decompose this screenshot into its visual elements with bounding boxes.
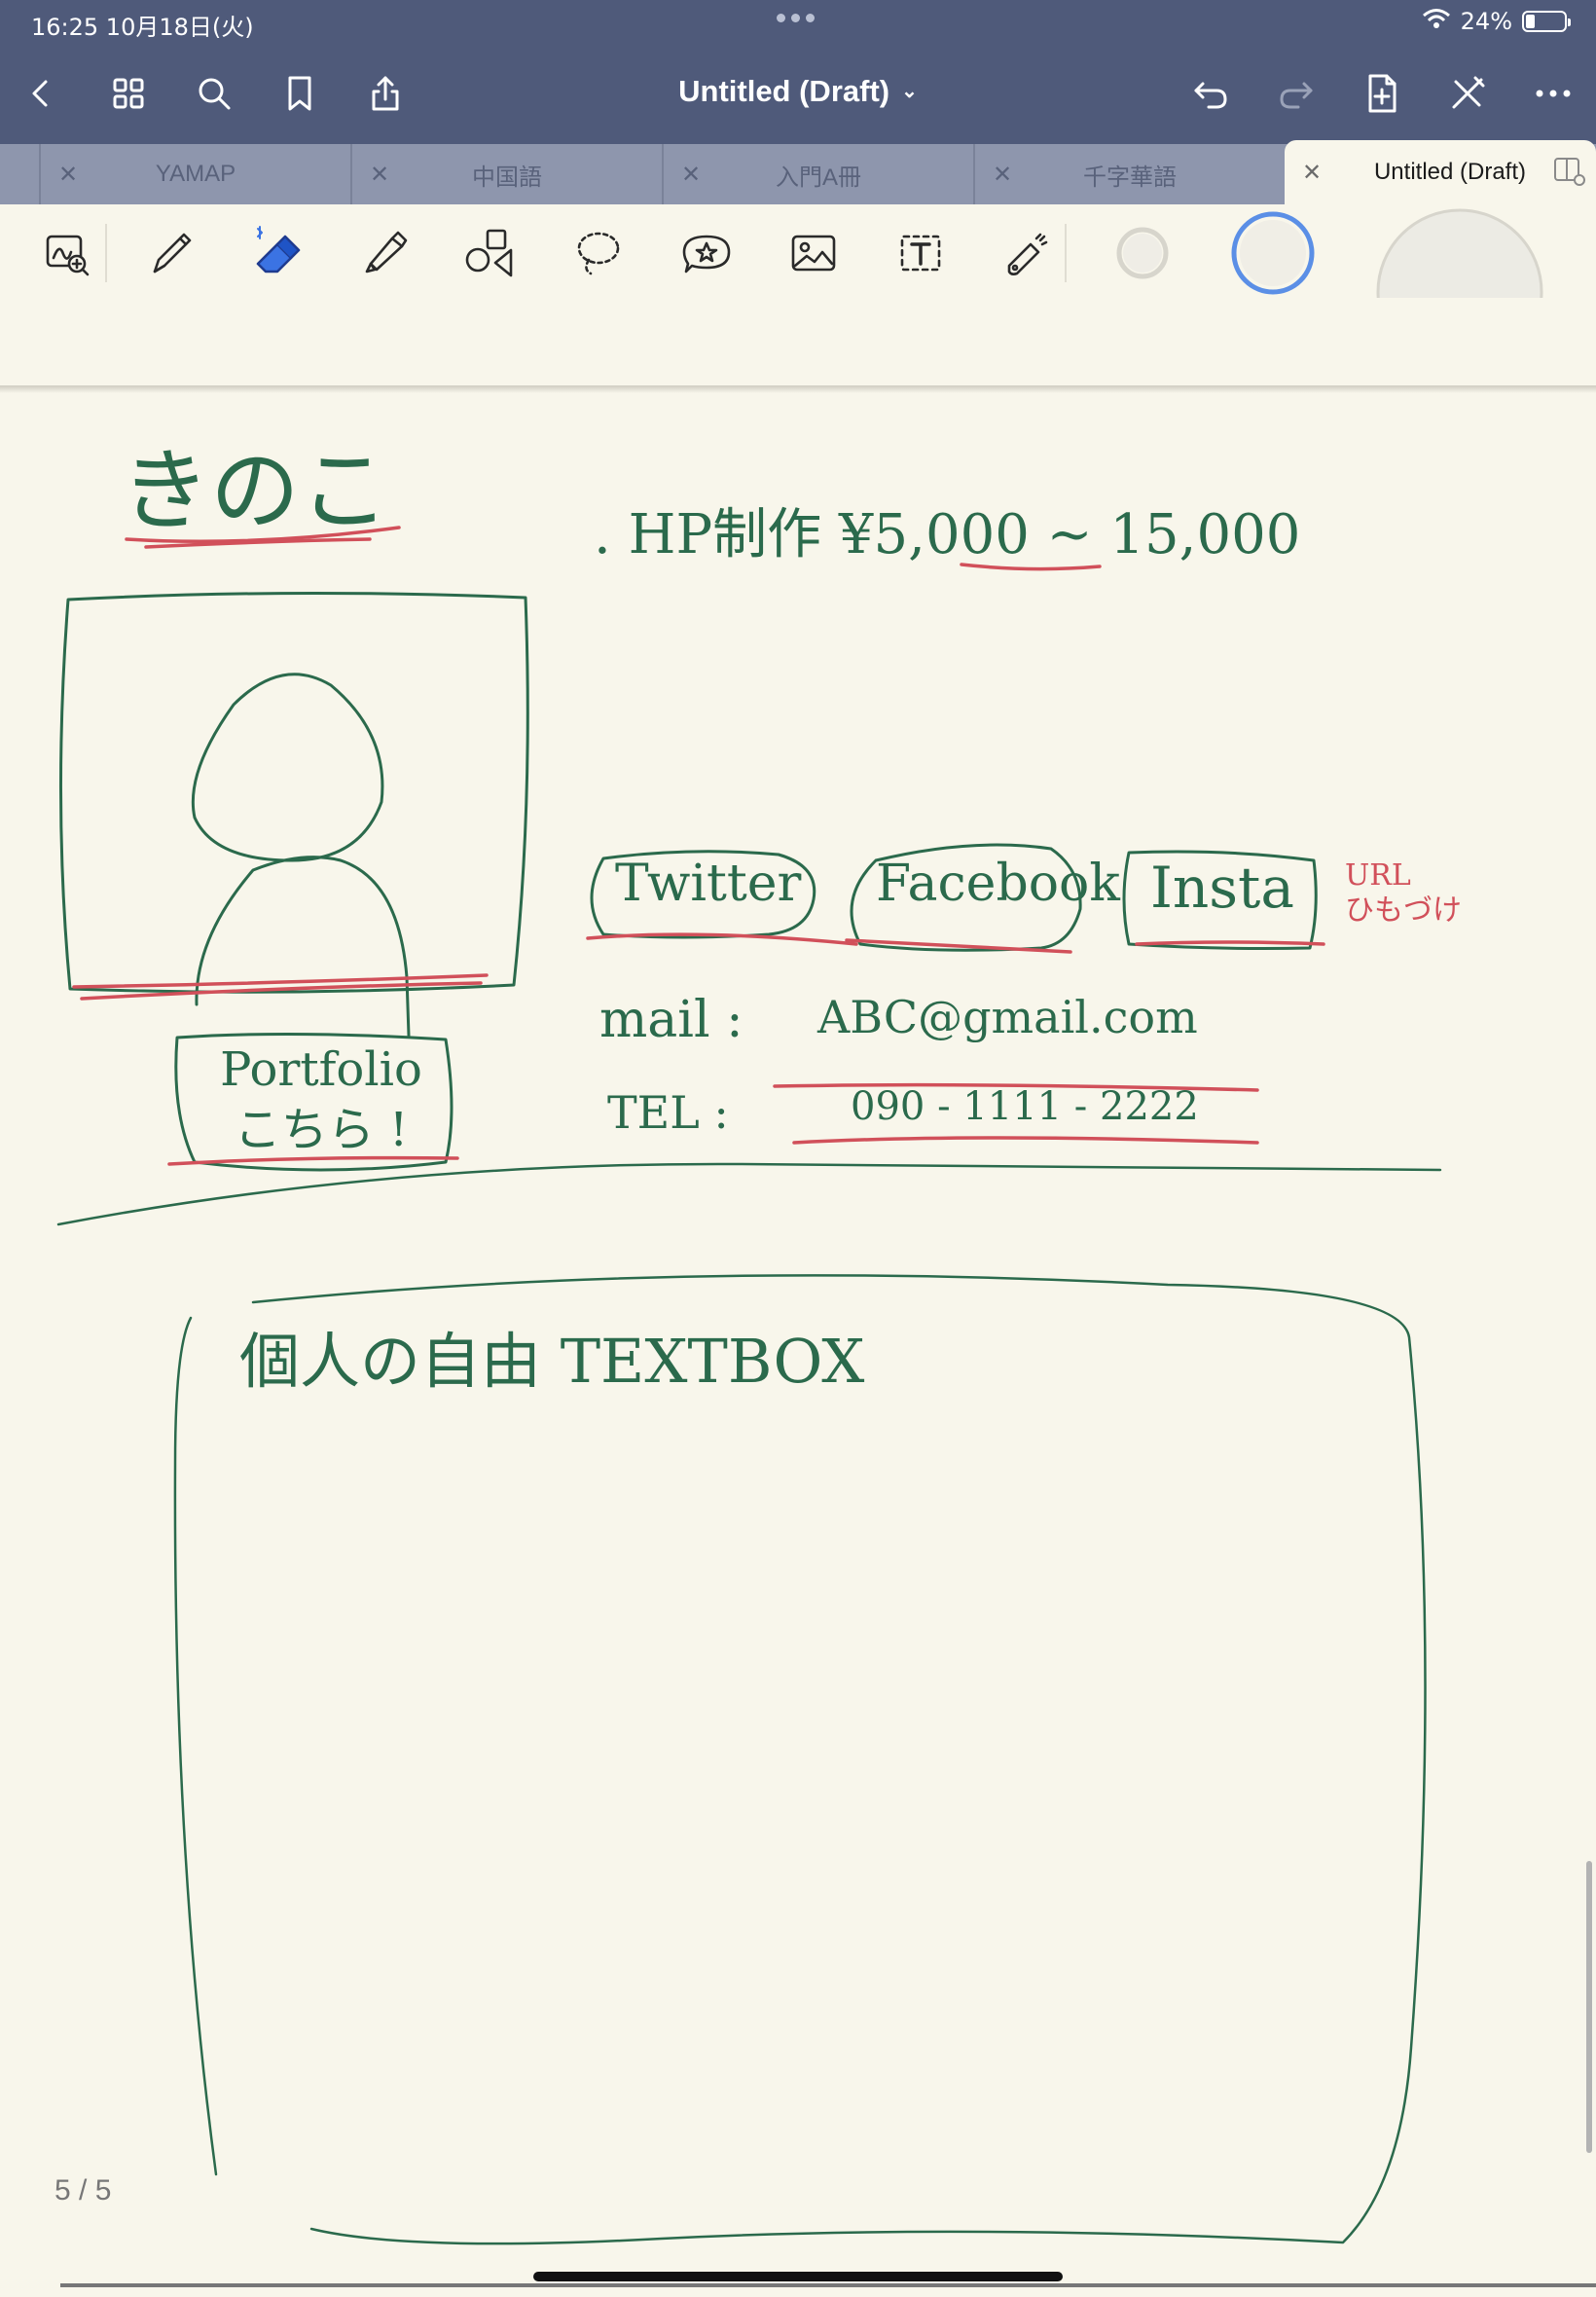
back-icon[interactable] [16, 68, 66, 119]
chevron-down-icon: ⌄ [901, 81, 918, 102]
wifi-icon [1422, 8, 1451, 35]
profile-underline [72, 973, 489, 989]
tab-close-icon[interactable]: ✕ [58, 161, 79, 188]
status-indicators: 24% [1422, 8, 1571, 35]
twitter-underline [586, 932, 858, 946]
textbox-frame [251, 1274, 1427, 2245]
textbox-heading: 個人の自由 TEXTBOX [239, 1326, 865, 1397]
text-icon[interactable] [889, 222, 952, 284]
section-divider [56, 1162, 1442, 1226]
document-title-label: Untitled (Draft) [678, 74, 890, 108]
facebook-link[interactable]: Facebook [876, 855, 1120, 913]
pen-icon[interactable] [140, 222, 202, 284]
profile-underline-2 [80, 981, 483, 1001]
note-title: きのこ [121, 439, 390, 543]
price-underline [960, 563, 1102, 571]
home-indicator[interactable] [533, 2272, 1063, 2281]
portfolio-link[interactable]: Portfolio こちら ! [220, 1042, 422, 1157]
profile-frame [58, 591, 529, 994]
share-icon[interactable] [360, 68, 411, 119]
insta-link[interactable]: Insta [1150, 855, 1294, 921]
bookmark-icon[interactable] [274, 68, 325, 119]
navigation-bar: 16:25 10月18日(火) 24% Untitled (Draft) ⌄ [0, 0, 1596, 144]
split-view-icon[interactable] [1553, 156, 1586, 194]
twitter-box [590, 850, 816, 939]
insta-underline [1135, 940, 1325, 946]
page-indicator: 5 / 5 [54, 2174, 112, 2206]
url-note: URL ひもづけ [1345, 858, 1462, 928]
redo-icon[interactable] [1271, 68, 1322, 119]
tab-bar: ✕ YAMAP ✕ 中国語 ✕ 入門A冊 ✕ 千字華語 ✕ Untitled (… [0, 140, 1596, 204]
highlighter-icon[interactable] [354, 222, 417, 284]
tab-thousand-chars[interactable]: ✕ 千字華語 [973, 144, 1285, 204]
document-title[interactable]: Untitled (Draft) ⌄ [603, 74, 993, 109]
textbox-left-edge [173, 1316, 218, 2176]
eraser-icon[interactable] [245, 222, 308, 284]
mail-value: ABC@gmail.com [817, 991, 1198, 1043]
tab-chinese[interactable]: ✕ 中国語 [350, 144, 662, 204]
color-swatch-gray[interactable] [1111, 222, 1174, 284]
drawing-toolbar [0, 204, 1596, 300]
tel-underline [792, 1136, 1259, 1145]
avatar-head [191, 673, 384, 862]
portfolio-box [174, 1032, 453, 1172]
shapes-icon[interactable] [459, 222, 522, 284]
title-underline [125, 526, 401, 544]
tab-close-icon[interactable]: ✕ [993, 161, 1013, 188]
avatar-body [195, 856, 411, 1038]
zoom-window-icon[interactable] [35, 222, 97, 284]
mail-label: mail : [599, 991, 744, 1049]
scrollbar[interactable] [1586, 1861, 1592, 2153]
tel-label: TEL : [607, 1086, 729, 1139]
battery-percent: 24% [1460, 8, 1512, 35]
tab-label: Untitled (Draft) [1373, 159, 1527, 185]
lasso-icon[interactable] [566, 222, 629, 284]
previous-page-bottom [0, 298, 1596, 387]
portfolio-underline [167, 1155, 459, 1166]
tab-close-icon[interactable]: ✕ [681, 161, 702, 188]
tab-close-icon[interactable]: ✕ [370, 161, 390, 188]
tel-value: 090 - 1111 - 2222 [851, 1084, 1199, 1129]
price-line: . HP制作 ¥5,000 ~ 15,000 [594, 503, 1301, 566]
sticker-icon[interactable] [675, 222, 738, 284]
laser-pointer-icon[interactable] [995, 222, 1057, 284]
undo-icon[interactable] [1185, 68, 1236, 119]
more-icon[interactable] [1528, 68, 1578, 119]
title-underline-2 [144, 537, 372, 549]
bottom-rule [60, 2283, 1596, 2287]
tab-label: 千字華語 [1083, 164, 1177, 191]
tab-intro-a[interactable]: ✕ 入門A冊 [662, 144, 973, 204]
tab-label: 中国語 [472, 164, 542, 191]
search-icon[interactable] [189, 68, 239, 119]
tab-yamap[interactable]: ✕ YAMAP [39, 144, 350, 204]
status-time: 16:25 10月18日(火) [31, 14, 254, 41]
tab-close-icon[interactable]: ✕ [1302, 159, 1323, 186]
handwriting-layer [56, 526, 1442, 2245]
mail-underline [773, 1082, 1259, 1092]
twitter-link[interactable]: Twitter [615, 855, 802, 913]
image-icon[interactable] [782, 222, 845, 284]
facebook-underline [845, 938, 1072, 954]
insta-box [1122, 850, 1318, 950]
facebook-box [850, 843, 1082, 952]
thumbnails-icon[interactable] [103, 68, 154, 119]
close-pen-icon[interactable] [1442, 68, 1493, 119]
tab-untitled-draft[interactable]: ✕ Untitled (Draft) [1285, 140, 1596, 204]
add-page-icon[interactable] [1357, 68, 1407, 119]
color-swatch-selected[interactable] [1228, 208, 1318, 298]
tab-label: YAMAP [155, 161, 236, 187]
battery-icon [1522, 11, 1571, 32]
stroke-width-swatch[interactable] [1372, 208, 1547, 298]
note-page[interactable]: きのこ . HP制作 ¥5,000 ~ 15,000 Twitter Faceb… [0, 393, 1596, 2297]
multitasking-dots[interactable] [777, 14, 815, 22]
tab-label: 入門A冊 [775, 164, 861, 191]
page-divider [0, 385, 1596, 393]
